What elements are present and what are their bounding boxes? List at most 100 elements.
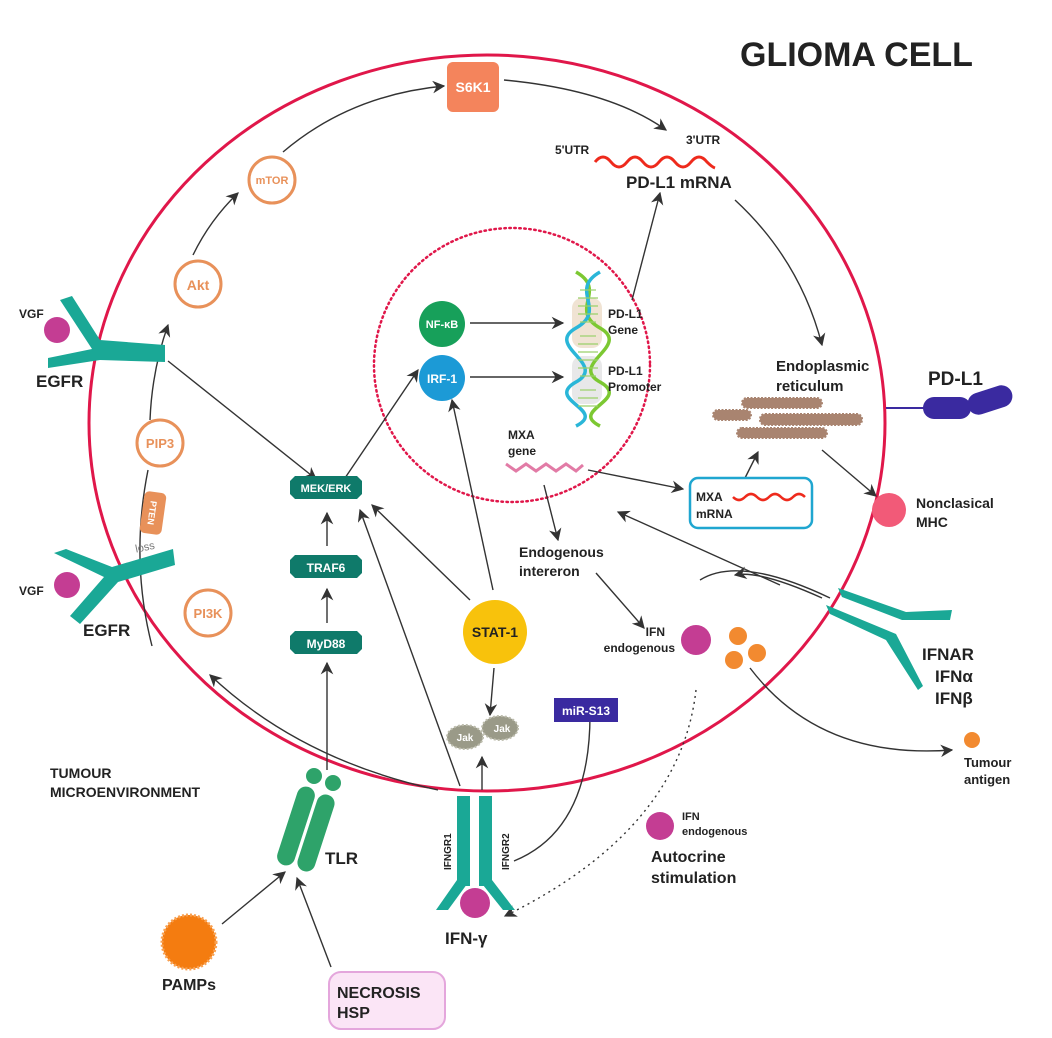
- myd88-label: MyD88: [307, 637, 346, 651]
- arrow-ifngr-mekerk: [357, 508, 461, 787]
- arrow-endo-ifn: [595, 572, 645, 629]
- vgf-ligand-top: [44, 317, 70, 343]
- traf6-label: TRAF6: [307, 561, 346, 575]
- jak-complex[interactable]: Jak Jak: [446, 715, 519, 750]
- nucleus-membrane: [372, 226, 652, 504]
- pdl1-gene-label-1: PD-L1: [608, 307, 643, 321]
- akt-label: Akt: [187, 277, 210, 293]
- pdl1-promoter-label-2: Promoter: [608, 380, 662, 394]
- hsp-label: HSP: [337, 1005, 370, 1022]
- pi3k-node[interactable]: PI3K: [183, 588, 233, 638]
- s6k1-node[interactable]: S6K1: [447, 62, 499, 112]
- er-label-2: reticulum: [776, 378, 844, 395]
- mxa-gene-label-1: MXA: [508, 428, 535, 442]
- arrow-stat1-mekerk: [371, 504, 471, 601]
- inhibit-mir-ifngr2: [513, 712, 593, 862]
- egfr-label-bottom: EGFR: [83, 621, 130, 640]
- pamps[interactable]: PAMPs: [160, 913, 218, 994]
- arrow-mekerk-nfkb: [344, 368, 419, 479]
- necrosis-hsp-box[interactable]: NECROSIS HSP: [328, 971, 446, 1030]
- mhc-label-2: MHC: [916, 514, 948, 530]
- ifngr1-label: IFNGR1: [443, 833, 454, 870]
- autocrine-label-2: stimulation: [651, 870, 736, 887]
- arrow-mtor-s6k1: [282, 80, 446, 153]
- nonclassical-mhc[interactable]: Nonclasical MHC: [872, 493, 994, 530]
- pdl1-gene-label-2: Gene: [608, 323, 638, 337]
- tlr-label: TLR: [325, 849, 358, 868]
- ifn-beta-label: IFNβ: [935, 689, 973, 708]
- myd88-node[interactable]: MyD88: [290, 631, 362, 654]
- mxa-mrna-box[interactable]: MXA mRNA: [688, 476, 814, 530]
- akt-node[interactable]: Akt: [173, 259, 223, 309]
- endogenous-interferon-label-1: Endogenous: [519, 544, 604, 560]
- ifn-endogenous-dot[interactable]: [681, 625, 711, 655]
- mxa-gene[interactable]: MXA gene: [505, 428, 584, 473]
- ifn-endogenous-label-2: endogenous: [604, 641, 676, 655]
- pdl1-promoter-label-1: PD-L1: [608, 364, 643, 378]
- autocrine-ifn-label-1: IFN: [682, 811, 700, 823]
- vgf-label-top: VGF: [19, 307, 44, 321]
- egfr-receptor-bottom[interactable]: VGF EGFR: [19, 549, 175, 640]
- ifn-alpha-label: IFNα: [935, 667, 973, 686]
- arrow-stat1-jak: [484, 667, 498, 717]
- mxa-mrna-label-1: MXA: [696, 490, 723, 504]
- mek-erk-label: MEK/ERK: [301, 483, 352, 495]
- title: GLIOMA CELL: [740, 36, 973, 74]
- mxa-mrna-label-2: mRNA: [696, 507, 733, 521]
- pdl1-mrna[interactable]: 5'UTR 3'UTR PD-L1 mRNA: [555, 133, 732, 192]
- ifngr-receptor[interactable]: IFNGR1 IFNGR2 IFN-γ: [436, 796, 515, 948]
- arrow-er-mhc: [821, 449, 877, 497]
- mhc-label-1: Nonclasical: [916, 495, 994, 511]
- irf1-node[interactable]: IRF-1: [419, 355, 465, 401]
- mtor-label: mTOR: [256, 175, 289, 187]
- ifngr2-label: IFNGR2: [501, 833, 512, 870]
- autocrine-label-1: Autocrine: [651, 849, 726, 866]
- tumour-antigen-label-2: antigen: [964, 772, 1010, 787]
- mxa-gene-label-2: gene: [508, 444, 536, 458]
- vgf-ligand-bottom: [54, 572, 80, 598]
- tme-label-2: MICROENVIRONMENT: [50, 784, 201, 800]
- pdl1-label: PD-L1: [928, 369, 983, 390]
- jak2-label: Jak: [494, 724, 511, 735]
- pamps-label: PAMPs: [162, 977, 216, 994]
- mrna-wave: [593, 155, 716, 170]
- vgf-label-bottom: VGF: [19, 584, 44, 598]
- arrow-akt-mtor: [192, 192, 239, 256]
- arrow-pip3-akt: [149, 323, 171, 421]
- arrow-antigen-out: [749, 667, 954, 758]
- mir-s13-label: miR-S13: [562, 704, 610, 718]
- tumour-antigen-cluster[interactable]: [725, 627, 766, 669]
- arrow-mxa-gene-mrna: [587, 469, 685, 493]
- nfkb-label: NF-κB: [426, 319, 458, 331]
- pathway-arrows: [139, 79, 954, 968]
- pip3-node[interactable]: PIP3: [135, 418, 185, 468]
- stat1-node[interactable]: STAT-1: [463, 600, 527, 664]
- arrow-mxa-gene-endo: [543, 484, 562, 542]
- ifn-gamma-ligand: [460, 888, 490, 918]
- jak1-label: Jak: [457, 733, 474, 744]
- arrow-s6k1-mrna: [503, 79, 668, 131]
- arrow-ifnar-cytoplasm: [733, 566, 823, 599]
- tumour-antigen-label-1: Tumour: [964, 755, 1011, 770]
- tlr-receptor[interactable]: TLR: [275, 768, 358, 874]
- pdl1-protein[interactable]: PD-L1: [886, 369, 1015, 419]
- stat1-label: STAT-1: [472, 624, 518, 640]
- dna-helix: [565, 270, 611, 428]
- arrow-mrna-er: [734, 199, 826, 347]
- arrow-ifnar-line1: [699, 570, 831, 599]
- egfr-receptor-top[interactable]: VGF EGFR: [19, 296, 165, 391]
- traf6-node[interactable]: TRAF6: [290, 555, 362, 578]
- mir-s13-node[interactable]: miR-S13: [554, 698, 618, 722]
- tme-label-1: TUMOUR: [50, 765, 111, 781]
- arrow-egfr-mekerk: [167, 360, 317, 480]
- nfkb-node[interactable]: NF-κB: [419, 301, 465, 347]
- mtor-node[interactable]: mTOR: [247, 155, 297, 205]
- mek-erk-node[interactable]: MEK/ERK: [290, 476, 362, 499]
- pten-node[interactable]: PTEN: [139, 491, 167, 536]
- autocrine-ifn-dot[interactable]: [646, 812, 674, 840]
- arrow-stat1-irf1: [448, 398, 494, 591]
- ifnar-receptor[interactable]: IFNAR IFNα IFNβ: [826, 588, 974, 708]
- tumour-antigen-dot[interactable]: [964, 732, 980, 748]
- egfr-label-top: EGFR: [36, 372, 83, 391]
